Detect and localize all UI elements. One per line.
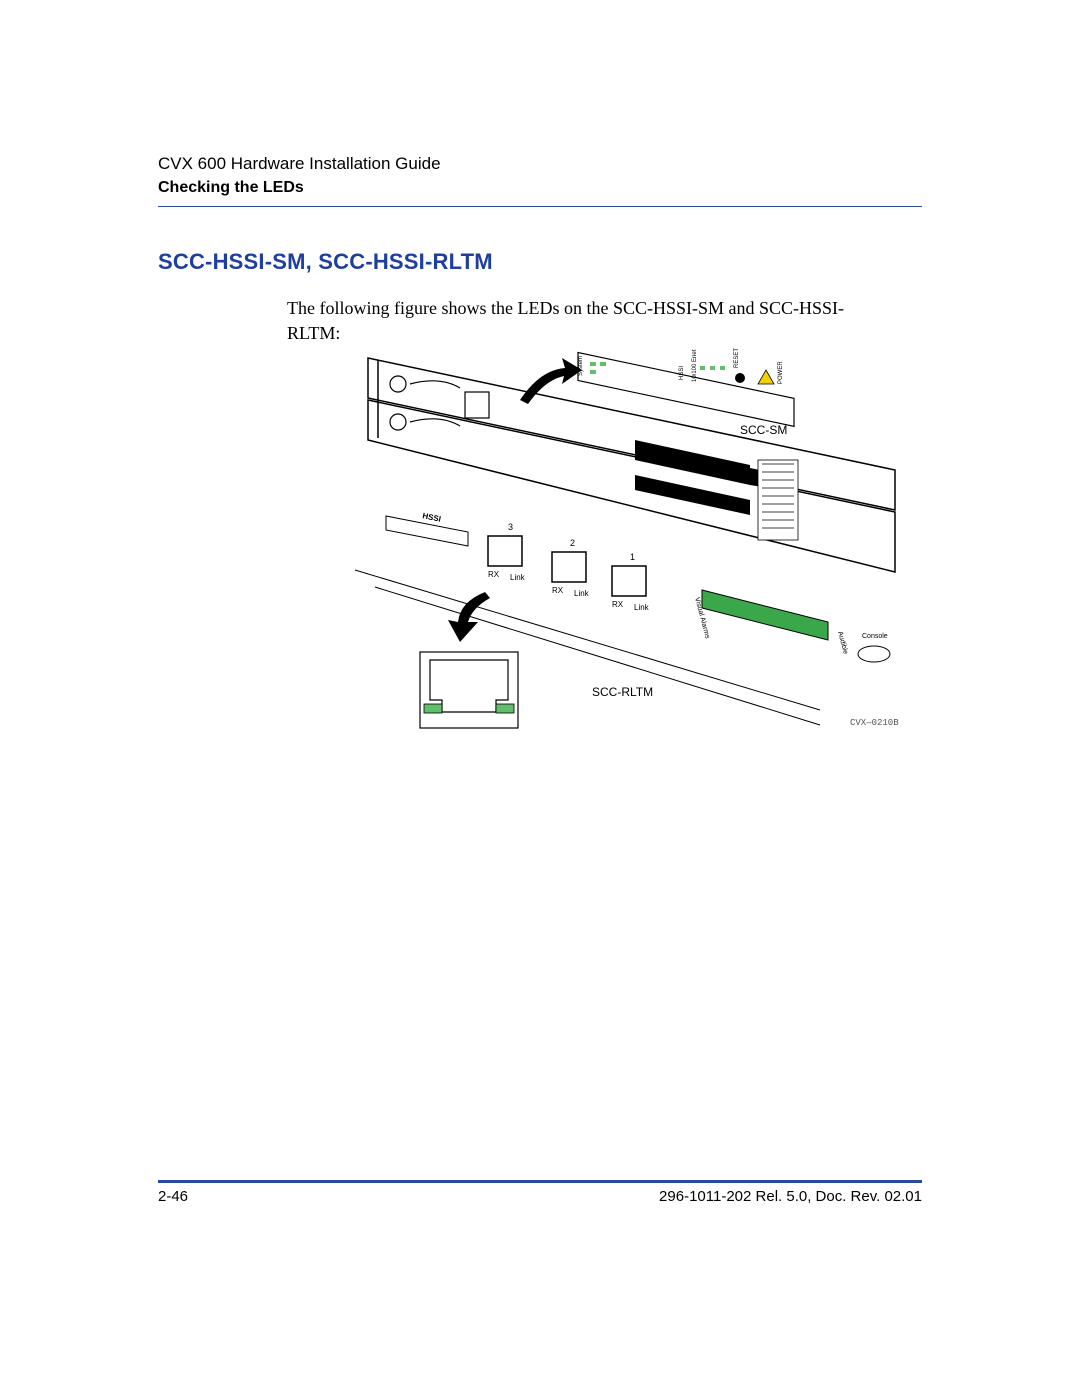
arrow-down-icon — [448, 592, 490, 642]
label-hssi-port: HSSI — [422, 511, 442, 524]
figure-id: CVX—0210B — [850, 718, 899, 728]
vent-grilles — [757, 459, 799, 541]
led-pwr — [590, 362, 596, 366]
intro-paragraph: The following figure shows the LEDs on t… — [287, 298, 844, 343]
rj45-led-right — [495, 703, 515, 714]
console-port — [857, 645, 891, 663]
label-enet: 10/100 Enet — [692, 349, 698, 382]
label-console: Console — [862, 633, 888, 640]
running-header-section: Checking the LEDs — [158, 179, 304, 196]
led-good — [600, 362, 606, 366]
warning-icon — [757, 369, 775, 385]
led-enet-3 — [720, 366, 725, 370]
label-hssi: HSSI — [679, 366, 685, 380]
reset-button — [735, 373, 745, 383]
port-number-1: 1 — [630, 552, 635, 562]
label-rx-3: RX — [488, 570, 500, 579]
enet-port-3 — [487, 535, 523, 567]
label-scc-sm: SCC-SM — [740, 423, 787, 437]
label-power: POWER — [778, 361, 784, 384]
header-divider — [158, 206, 922, 207]
label-scc-rltm: SCC-RLTM — [592, 685, 653, 699]
led-enet-1 — [700, 366, 705, 370]
led-fail — [590, 370, 596, 374]
label-rx-1: RX — [612, 600, 624, 609]
port-number-2: 2 — [570, 538, 575, 548]
label-system: System — [578, 356, 584, 376]
port-number-3: 3 — [508, 522, 513, 532]
led-figure: System HSSI 10/100 Enet RESET POWER SCC-… — [354, 348, 899, 729]
alarm-terminal-block — [701, 589, 829, 641]
running-header-title: CVX 600 Hardware Installation Guide — [158, 154, 441, 173]
label-link-1: Link — [634, 603, 650, 612]
rj45-led-left — [423, 703, 443, 714]
arrow-up-icon — [520, 358, 582, 404]
enet-port-1 — [611, 565, 647, 597]
label-reset: RESET — [734, 348, 740, 368]
section-heading: SCC-HSSI-SM, SCC-HSSI-RLTM — [158, 249, 493, 274]
document-number: 296-1011-202 Rel. 5.0, Doc. Rev. 02.01 — [659, 1188, 922, 1205]
enet-port-2 — [551, 551, 587, 583]
front-panel-detail: System HSSI 10/100 Enet RESET POWER — [577, 348, 795, 428]
label-audible: Audible — [836, 631, 849, 655]
label-rx-2: RX — [552, 586, 564, 595]
rltm-panel: HSSI 3 2 1 RX Link RX Link RX Link Visua… — [354, 511, 891, 726]
ejector-handles — [389, 375, 490, 431]
led-enet-2 — [710, 366, 715, 370]
rj45-detail — [419, 651, 519, 729]
page-number: 2-46 — [158, 1188, 189, 1205]
label-link-3: Link — [510, 573, 526, 582]
label-link-2: Link — [574, 589, 590, 598]
footer-divider — [158, 1180, 922, 1183]
